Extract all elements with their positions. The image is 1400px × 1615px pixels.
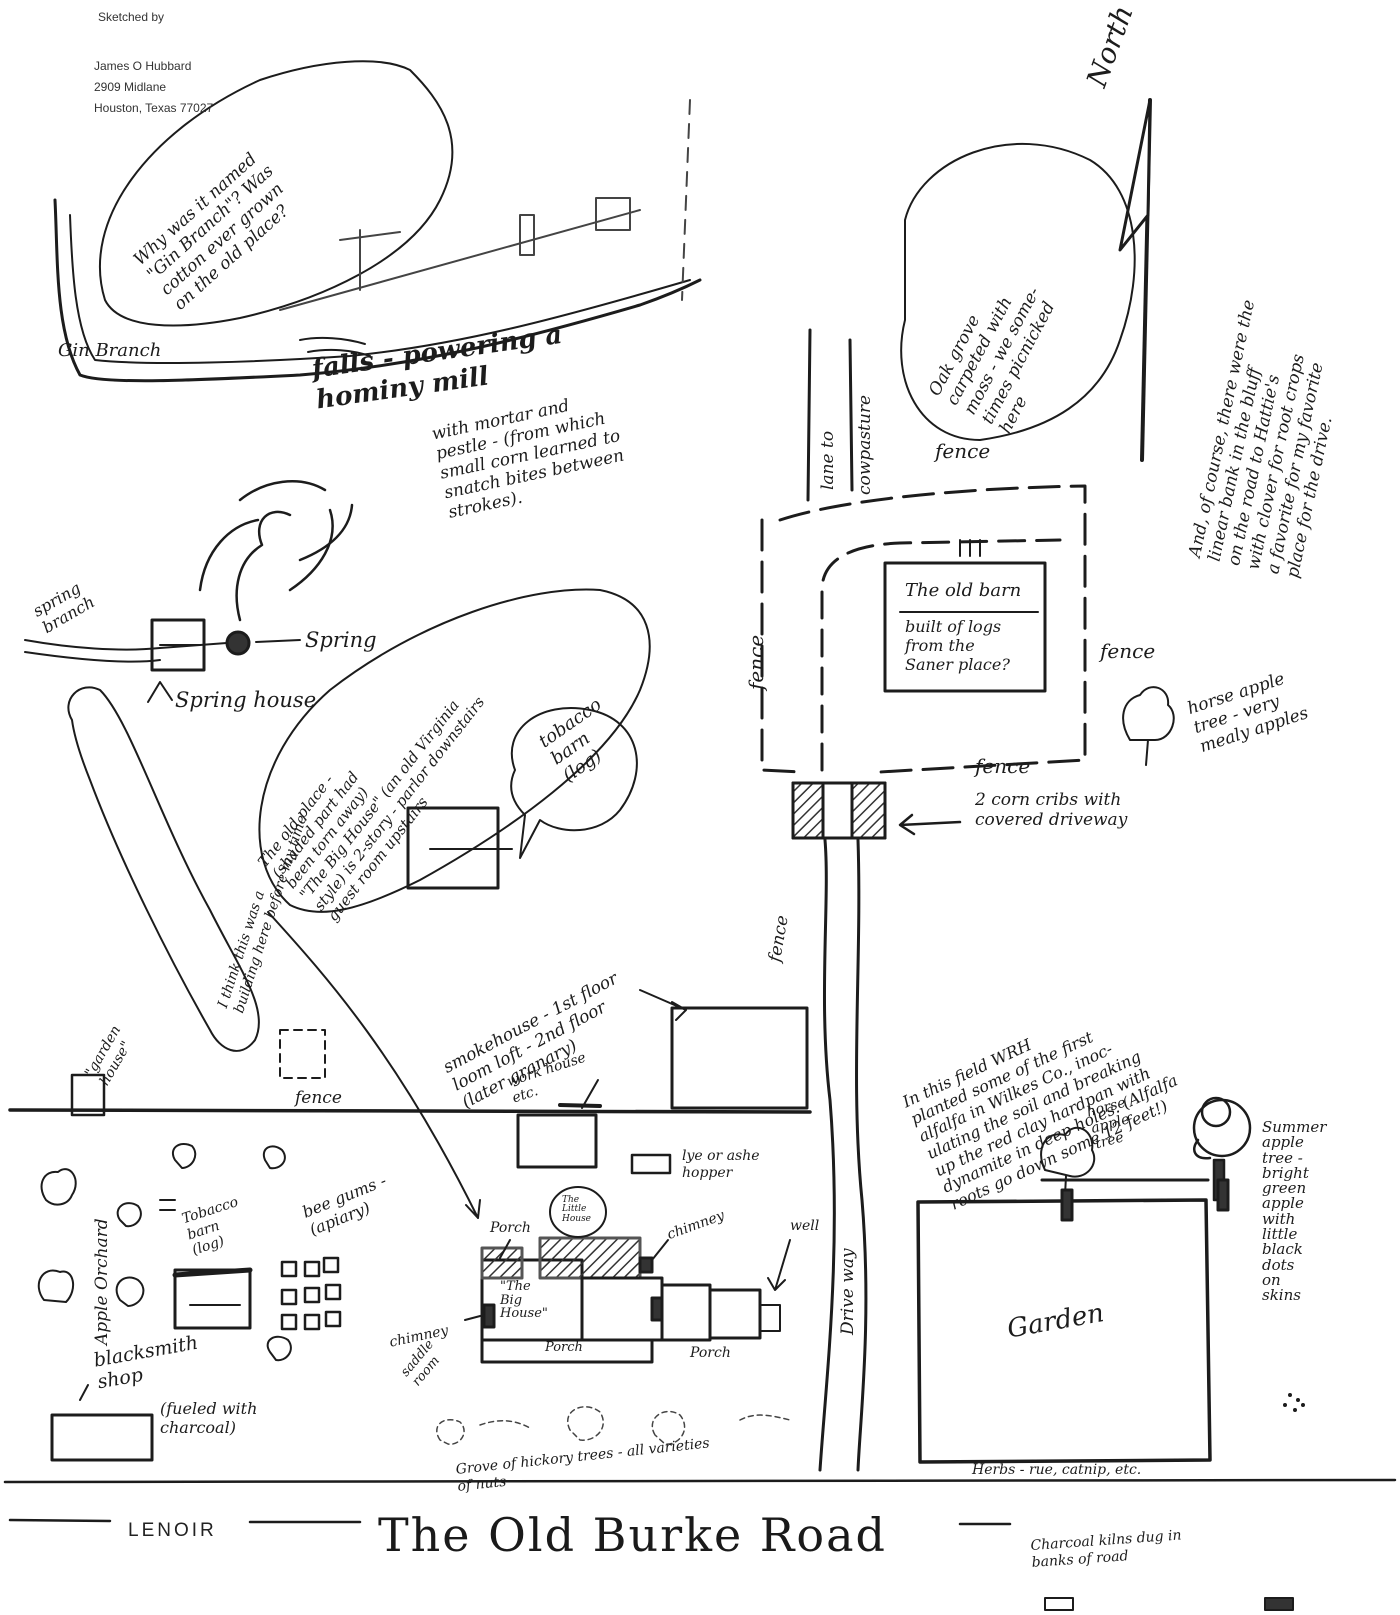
old-barn-note: built of logs from the Saner place? [905,617,1010,674]
corn-cribs [791,781,887,840]
work-house-arrow [581,1079,599,1109]
chimney-arrow-right [651,1239,669,1261]
road-line-lower [8,1518,112,1523]
lenoir-label: LENOIR [128,1520,217,1541]
old-place-bubble [258,588,651,913]
drive-way-label: Drive way [838,1248,858,1335]
well-label: well [790,1218,820,1234]
old-barn [883,561,1047,693]
tobacco-barn-2 [173,1268,252,1330]
corn-cribs-label: 2 corn cribs with covered driveway [975,790,1128,831]
spring-icon [225,630,251,656]
fence-left-barn-label: fence [744,634,768,690]
spring-house [150,618,206,672]
sketched-by: Sketched by [98,10,165,24]
fence-right-label: fence [1100,639,1156,663]
spring-label: Spring [305,628,377,652]
horse-apple-tree-icon [1122,686,1175,766]
charcoal-kiln-right [1264,1597,1294,1611]
blacksmith-arrow [79,1384,89,1401]
porch-bottom-right-label: Porch [690,1345,731,1361]
porch-top-label: Porch [490,1220,531,1236]
work-house [516,1113,598,1169]
old-place-arrow [267,911,481,1219]
big-house [480,1236,781,1364]
fence-below-barn-label: fence [975,754,1031,778]
hickory-tree-icons [436,1406,791,1445]
barn-tick-marks [959,539,981,557]
herbs-label: Herbs - rue, catnip, etc. [972,1462,1142,1478]
small-shed [70,1073,106,1117]
barn-fence [760,484,1087,774]
think-note-bubble [67,686,260,1052]
gin-question-bubble [99,60,454,327]
well-arrow [767,1239,791,1291]
spring-house-arrow [147,681,173,703]
summer-apple-note: Summer apple tree - bright green apple w… [1262,1118,1327,1305]
road-title: The Old Burke Road [378,1508,887,1562]
fence-top-label: fence [935,439,991,463]
smokehouse-arrow [639,989,687,1021]
smokehouse [670,1006,809,1110]
porch-arrow [499,1239,511,1259]
corn-crib-arrow [898,813,962,836]
apple-orchard-label: Apple Orchard [92,1218,112,1345]
lane-lines [806,328,854,502]
cowpasture-label: cowpasture [855,394,875,495]
blacksmith-shop [50,1413,154,1462]
spring-trees [198,480,354,622]
gin-branch-creek [53,198,702,383]
old-barn-label: The old barn [905,580,1022,601]
lye-hopper [630,1153,672,1175]
barn-drive-loop [820,538,1062,772]
gin-branch-label: Gin Branch [58,340,162,361]
mill-sketch [279,99,691,311]
blacksmith-note: (fueled with charcoal) [160,1399,258,1437]
lye-hopper-label: lye or ashe hopper [682,1148,760,1181]
tobacco-barn-bubble [510,707,638,859]
address-block: James O Hubbard 2909 Midlane Houston, Te… [94,59,214,115]
charcoal-kiln-left [1044,1597,1074,1611]
lane-label: lane to [818,430,838,490]
bee-gums [280,1256,342,1331]
chimney-arrow-left [464,1314,485,1321]
fence-bottom-label: fence [295,1088,342,1108]
spring-arrow [255,639,301,643]
big-house-label: "The Big House" [500,1279,548,1322]
garden-plot [916,1198,1212,1464]
little-house-circle [549,1186,607,1238]
oak-grove-bubble [900,143,1136,441]
drive-way [818,838,868,1472]
porch-bottom-label: Porch [545,1340,583,1355]
little-house-label: The Little House [562,1195,592,1224]
north-arrow-icon [1118,98,1152,462]
garden-house-dashed [279,1029,326,1079]
road-line-upper [3,1478,1397,1484]
spring-house-label: Spring house [175,688,317,712]
seed-dots [1283,1393,1305,1412]
main-fence-line [8,1108,812,1114]
orchard-tree-icons [37,1142,292,1362]
spring-branch-creek [24,639,241,663]
